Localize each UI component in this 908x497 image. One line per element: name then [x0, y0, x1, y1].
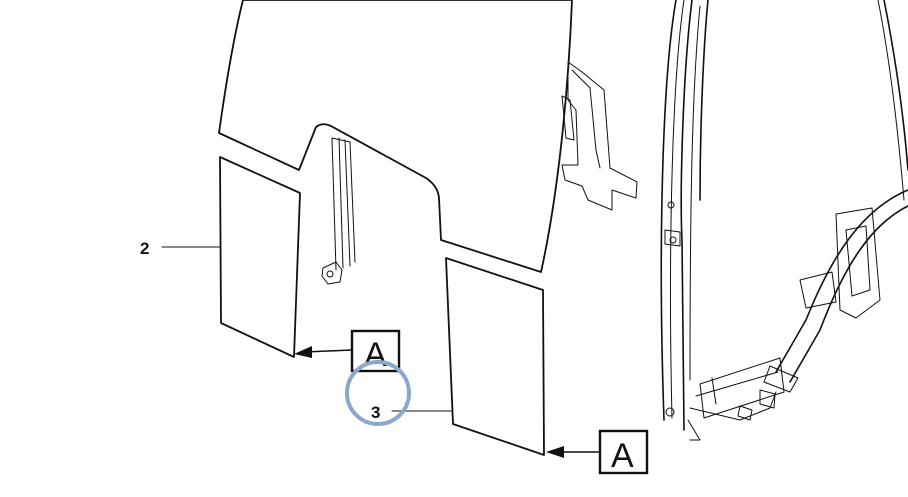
rear-window-glass — [218, 0, 573, 273]
glass-panel-2 — [219, 156, 301, 358]
arrow-ref-a-2 — [546, 446, 601, 458]
cab-frame — [660, 0, 908, 441]
callout-3: 3 — [371, 403, 380, 422]
glass-panel-3 — [445, 257, 545, 456]
highlight-ring — [345, 360, 411, 426]
ref-box-a-1-label: A — [364, 336, 387, 374]
arrow-ref-a-1 — [294, 346, 353, 358]
bracket-assembly — [561, 61, 638, 211]
side-structure — [799, 207, 881, 319]
seal-channel — [321, 137, 356, 285]
ref-box-a-2: A — [598, 429, 649, 475]
hose-pipe — [763, 189, 908, 393]
ref-box-a-2-label: A — [611, 437, 634, 475]
callout-2: 2 — [140, 239, 149, 258]
